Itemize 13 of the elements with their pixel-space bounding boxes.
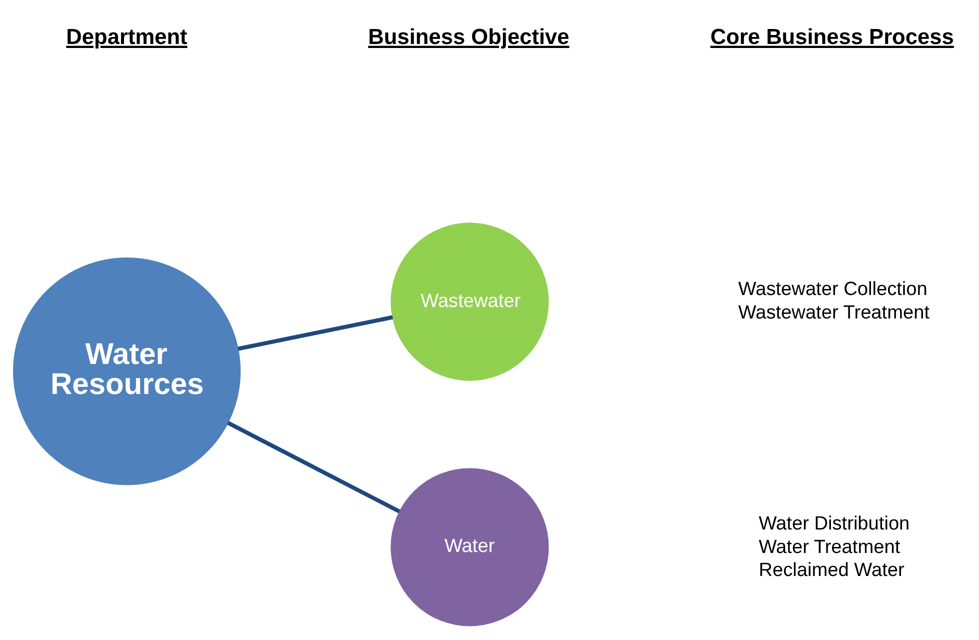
node-label: Water Distribution xyxy=(758,513,910,534)
node-circle: Water Resources xyxy=(13,256,241,485)
node-circle: Water xyxy=(390,468,549,626)
label: Business Objective xyxy=(368,23,570,48)
connector xyxy=(227,420,400,513)
node-circle: Wastewater xyxy=(390,222,549,380)
node-label: Wastewater Treatment xyxy=(738,302,930,323)
label: Core Business Process xyxy=(710,23,954,48)
node-label: Water Treatment xyxy=(758,536,900,558)
node-label: Reclaimed Water xyxy=(758,560,904,581)
connector xyxy=(238,314,394,350)
label: Department xyxy=(66,23,188,48)
node-label: Wastewater Collection xyxy=(738,278,928,300)
